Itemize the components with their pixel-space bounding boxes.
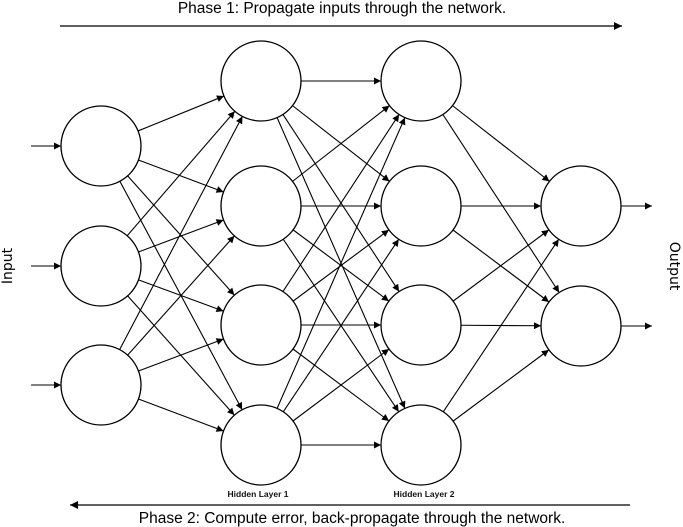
output-node — [540, 165, 622, 247]
connection-edge — [138, 398, 224, 432]
phase1-caption: Phase 1: Propagate inputs through the ne… — [178, 0, 506, 17]
connection-edge — [127, 235, 235, 356]
input-node — [60, 105, 142, 187]
hidden1-node — [220, 284, 302, 366]
connection-edge — [282, 114, 400, 292]
connection-edge — [137, 95, 225, 132]
connection-edge — [282, 238, 400, 413]
hidden2-node — [380, 404, 462, 486]
hidden1-node — [220, 165, 302, 247]
phase2-caption: Phase 2: Compute error, back-propagate t… — [139, 510, 566, 527]
connection-edge — [452, 349, 550, 422]
hidden2-node — [380, 40, 462, 122]
connection-edge — [452, 229, 550, 302]
connection-edge — [292, 348, 390, 422]
connection-edge — [126, 110, 236, 237]
connection-edge — [276, 117, 406, 409]
connection-edge — [138, 219, 224, 253]
connection-edge — [292, 105, 390, 182]
input-side-label: Input — [0, 247, 16, 284]
output-side-label: Output — [666, 242, 682, 291]
nodes-group — [60, 40, 622, 486]
hidden-layer-1-label: Hidden Layer 1 — [228, 489, 289, 499]
input-node — [60, 344, 142, 426]
hidden2-node — [380, 284, 462, 366]
connection-edge — [138, 159, 224, 193]
connection-edge — [292, 229, 390, 302]
hidden2-node — [380, 165, 462, 247]
output-node — [540, 285, 622, 367]
edges-group — [31, 77, 652, 449]
hidden-layer-2-label: Hidden Layer 2 — [394, 489, 455, 499]
connection-edge — [119, 116, 243, 350]
connection-edge — [452, 105, 550, 182]
connection-edge — [442, 114, 560, 293]
hidden1-node — [220, 40, 302, 122]
connection-edge — [442, 238, 560, 413]
hidden1-node — [220, 404, 302, 486]
input-node — [60, 225, 142, 307]
connection-edge — [138, 338, 224, 372]
